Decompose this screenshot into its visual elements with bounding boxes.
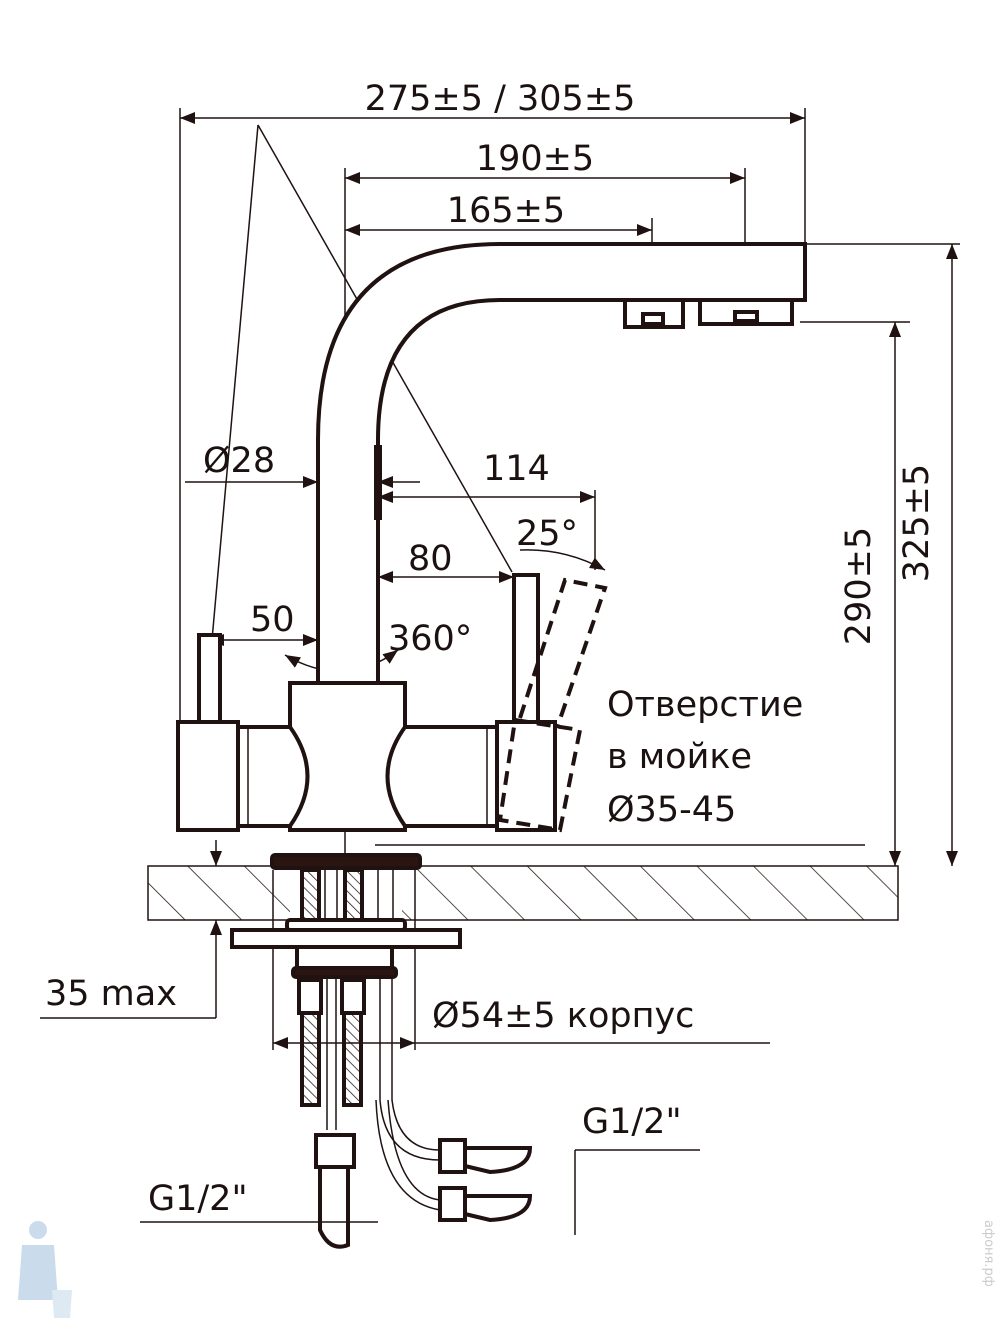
dim-counter-thickness: 35 max <box>45 974 177 1014</box>
dim-total-height: 325±5 <box>897 464 937 582</box>
dim-left-handle-offset: 50 <box>250 600 295 640</box>
dim-outlet-height: 290±5 <box>839 527 879 645</box>
dim-tube-diameter: Ø28 <box>203 441 275 481</box>
plumber-logo-icon <box>18 1221 72 1318</box>
dim-spout-reach-near: 165±5 <box>447 191 565 231</box>
dim-spout-reach-far: 190±5 <box>476 139 594 179</box>
dim-handle-offset: 80 <box>408 539 453 579</box>
dim-handle-reach: 114 <box>483 449 550 489</box>
note-line3: Ø35-45 <box>607 790 736 830</box>
dim-rotation: 360° <box>388 619 472 659</box>
countertop <box>147 865 899 921</box>
dim-total-length: 275±5 / 305±5 <box>365 79 636 119</box>
dim-body-diameter: Ø54±5 корпус <box>432 996 694 1036</box>
note-line1: Отверстие <box>607 685 803 725</box>
dim-thread-right: G1/2" <box>582 1102 682 1142</box>
dim-handle-angle: 25° <box>516 514 578 554</box>
watermark: афоня.рф <box>981 1220 996 1287</box>
note-line2: в мойке <box>607 737 752 777</box>
mounting-hardware <box>230 853 533 1249</box>
faucet <box>176 242 807 833</box>
dim-thread-left: G1/2" <box>148 1179 248 1219</box>
